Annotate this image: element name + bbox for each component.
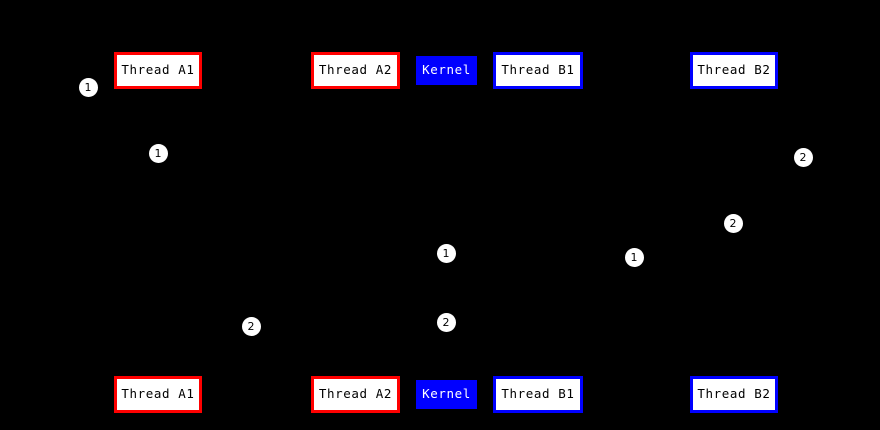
- participant-bottom-thread-b2[interactable]: Thread B2: [690, 376, 778, 413]
- sequence-marker-2[interactable]: 2: [436, 312, 456, 332]
- sequence-marker-2[interactable]: 2: [793, 147, 813, 167]
- participant-top-kernel[interactable]: Kernel: [416, 56, 477, 85]
- sequence-marker-label: 1: [154, 146, 162, 160]
- participant-bottom-thread-a1[interactable]: Thread A1: [114, 376, 202, 413]
- lifeline-stub: [734, 370, 735, 376]
- participant-label: Thread B1: [501, 62, 575, 78]
- lifeline-stub: [447, 85, 448, 91]
- lifeline-thread-b1: [538, 89, 539, 376]
- sequence-marker-2[interactable]: 2: [241, 316, 261, 336]
- lifeline-stub: [538, 89, 539, 95]
- participant-label: Thread A1: [121, 62, 195, 78]
- participant-bottom-thread-a2[interactable]: Thread A2: [311, 376, 400, 413]
- sequence-marker-1[interactable]: 1: [624, 247, 644, 267]
- participant-top-thread-a1[interactable]: Thread A1: [114, 52, 202, 89]
- participant-top-thread-a2[interactable]: Thread A2: [311, 52, 400, 89]
- sequence-marker-1[interactable]: 1: [78, 77, 98, 97]
- participant-label: Thread B2: [697, 386, 771, 402]
- lifeline-stub: [538, 370, 539, 376]
- lifeline-stub: [356, 370, 357, 376]
- participant-label: Thread B2: [697, 62, 771, 78]
- lifeline-stub: [447, 374, 448, 380]
- participant-label: Kernel: [422, 386, 471, 402]
- participant-label: Kernel: [422, 62, 471, 78]
- sequence-marker-label: 2: [247, 319, 255, 333]
- sequence-marker-2[interactable]: 2: [723, 213, 743, 233]
- participant-label: Thread A2: [318, 62, 393, 78]
- sequence-marker-label: 2: [799, 150, 807, 164]
- sequence-marker-label: 2: [729, 216, 737, 230]
- lifeline-stub: [158, 370, 159, 376]
- participant-label: Thread A1: [121, 386, 195, 402]
- lifeline-stub: [734, 89, 735, 95]
- sequence-marker-label: 1: [84, 80, 92, 94]
- lifeline-thread-b2: [734, 89, 735, 376]
- sequence-marker-1[interactable]: 1: [436, 243, 456, 263]
- lifeline-thread-a2: [355, 89, 356, 376]
- participant-top-thread-b2[interactable]: Thread B2: [690, 52, 778, 89]
- participant-top-thread-b1[interactable]: Thread B1: [493, 52, 583, 89]
- lifeline-thread-a1: [158, 89, 159, 376]
- lifeline-kernel: [446, 85, 447, 380]
- participant-bottom-kernel[interactable]: Kernel: [416, 380, 477, 409]
- sequence-marker-1[interactable]: 1: [148, 143, 168, 163]
- lifeline-stub: [356, 89, 357, 95]
- participant-label: Thread B1: [501, 386, 575, 402]
- sequence-marker-label: 1: [442, 246, 450, 260]
- sequence-marker-label: 1: [630, 250, 638, 264]
- participant-label: Thread A2: [318, 386, 393, 402]
- participant-bottom-thread-b1[interactable]: Thread B1: [493, 376, 583, 413]
- sequence-marker-label: 2: [442, 315, 450, 329]
- lifeline-stub: [158, 89, 159, 95]
